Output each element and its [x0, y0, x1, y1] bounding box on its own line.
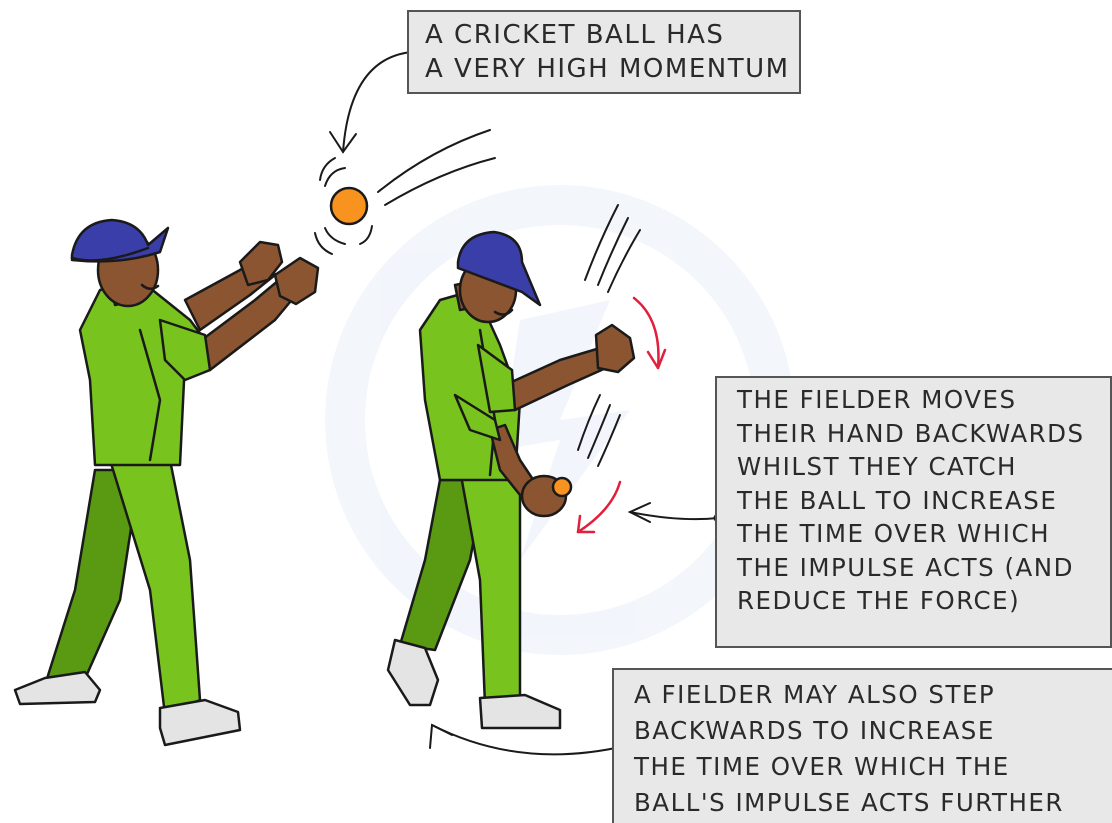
callout-hand-line-7: REDUCE THE FORCE) [737, 584, 1110, 618]
watermark-logo [345, 205, 775, 635]
callout-step-line-3: THE TIME OVER WHICH THE [634, 749, 1112, 785]
shoe-right-front [480, 695, 560, 728]
callout-hand-line-4: THE BALL TO INCREASE [737, 484, 1110, 518]
cricket-ball-icon [331, 188, 367, 224]
callout-momentum-line-1: A CRICKET BALL HAS [425, 18, 799, 52]
caught-ball-icon [553, 478, 571, 496]
callout-hand-line-6: THE IMPULSE ACTS (AND [737, 551, 1110, 585]
hand-right-raised [596, 325, 634, 372]
fielder-left [15, 220, 318, 745]
callout-hand-line-2: THEIR HAND BACKWARDS [737, 417, 1110, 451]
shoe-left-front [160, 700, 240, 745]
callout-hand-backwards: THE FIELDER MOVES THEIR HAND BACKWARDS W… [715, 376, 1112, 648]
callout-momentum: A CRICKET BALL HAS A VERY HIGH MOMENTUM [407, 10, 801, 94]
callout-step-line-2: BACKWARDS TO INCREASE [634, 713, 1112, 749]
shoe-left-back [15, 672, 100, 704]
callout-hand-line-5: THE TIME OVER WHICH [737, 517, 1110, 551]
callout-step-line-1: A FIELDER MAY ALSO STEP [634, 677, 1112, 713]
callout-step-backwards: A FIELDER MAY ALSO STEP BACKWARDS TO INC… [612, 668, 1112, 823]
cap-left [72, 220, 168, 261]
callout-hand-line-1: THE FIELDER MOVES [737, 383, 1110, 417]
callout-hand-line-3: WHILST THEY CATCH [737, 450, 1110, 484]
callout-step-line-4: BALL'S IMPULSE ACTS FURTHER [634, 785, 1112, 821]
hand-left-front [275, 258, 318, 304]
callout-momentum-line-2: A VERY HIGH MOMENTUM [425, 52, 799, 86]
